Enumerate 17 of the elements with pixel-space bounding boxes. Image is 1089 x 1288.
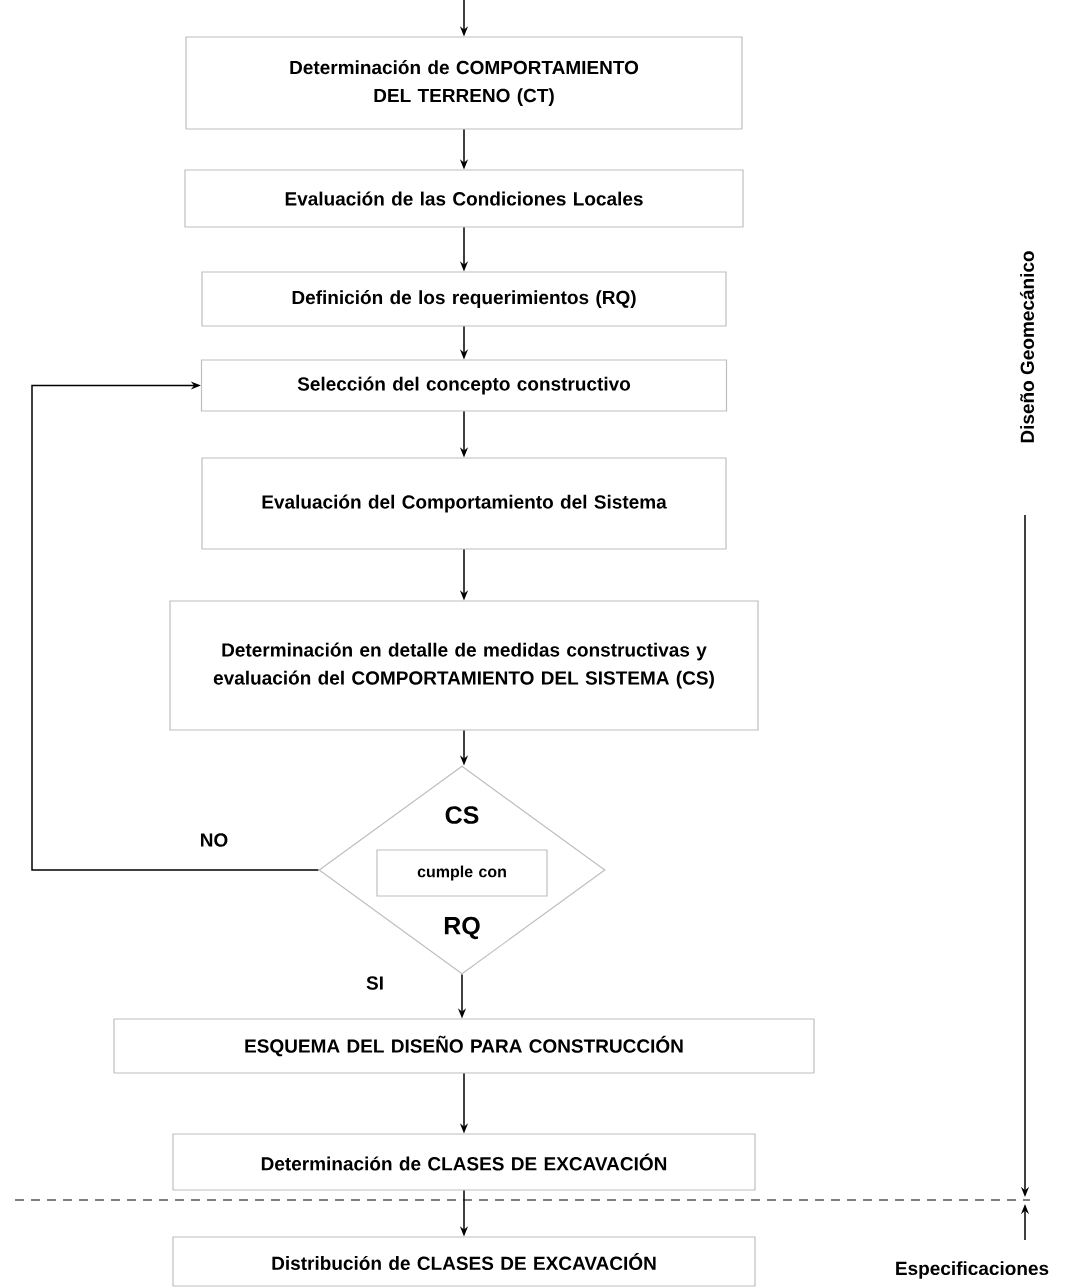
process-box: Evaluación de las Condiciones Locales <box>184 169 744 228</box>
side-label: Especificaciones <box>896 1261 1049 1279</box>
side-label: Diseño Geomecánico <box>1019 251 1035 443</box>
process-box: Distribución de CLASES DE EXCAVACIÓN <box>172 1236 756 1287</box>
process-box: Selección del concepto constructivo <box>200 359 728 412</box>
process-box: Determinación de CLASES DE EXCAVACIÓN <box>172 1133 756 1191</box>
process-box: Evaluación del Comportamiento del Sistema <box>201 457 727 550</box>
process-box: ESQUEMA DEL DISEÑO PARA CONSTRUCCIÓN <box>113 1018 815 1074</box>
decision-text: CS <box>445 806 479 824</box>
edge-label: SI <box>364 974 386 992</box>
process-box: Determinación en detalle de medidas constructivas y evaluación del COMPORTAMIENTO DEL SISTEMA (CS) <box>169 600 759 731</box>
decision-text: RQ <box>444 916 480 940</box>
arrow <box>31 381 320 871</box>
edge-label: NO <box>197 831 231 849</box>
process-box: Determinación de COMPORTAMIENTO DEL TERRENO (CT) <box>185 36 743 130</box>
condition-box: cumple con <box>376 849 548 897</box>
process-box: Definición de los requerimientos (RQ) <box>201 271 727 327</box>
